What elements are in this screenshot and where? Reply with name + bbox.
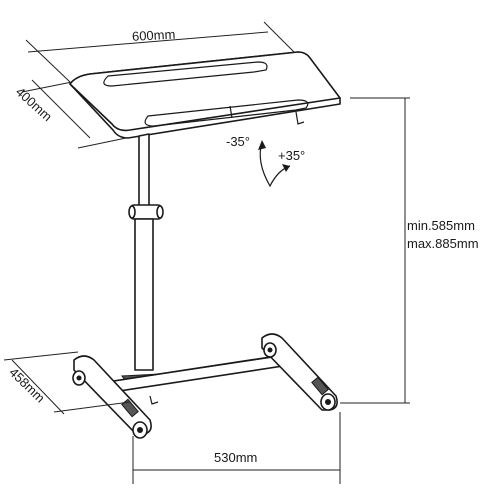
caster-back-left [263, 342, 277, 358]
label-base-depth: 458mm [6, 365, 48, 406]
label-tilt-min: -35° [226, 134, 250, 149]
desk-top [69, 51, 341, 139]
dimension-height: min.585mm max.885mm [340, 97, 479, 404]
label-width-top: 600mm [132, 27, 176, 44]
label-tilt-max: +35° [278, 148, 305, 163]
tilt-annotation: -35° +35° [226, 134, 305, 188]
caster-front-right [132, 421, 148, 439]
column [121, 133, 170, 385]
caster-back-right [320, 393, 336, 411]
label-base-width: 530mm [214, 450, 257, 465]
dimension-top-width: 600mm [25, 21, 303, 83]
dimension-base-width: 530mm [132, 412, 341, 484]
desk-front-ledge [144, 99, 309, 127]
caster-front-left [72, 370, 86, 386]
desk-handle-slot-top [103, 61, 268, 87]
label-height-min: min.585mm [407, 218, 475, 233]
tilt-arrow-icon [259, 141, 291, 188]
base-frame [72, 333, 338, 439]
label-height-max: max.885mm [407, 236, 479, 251]
